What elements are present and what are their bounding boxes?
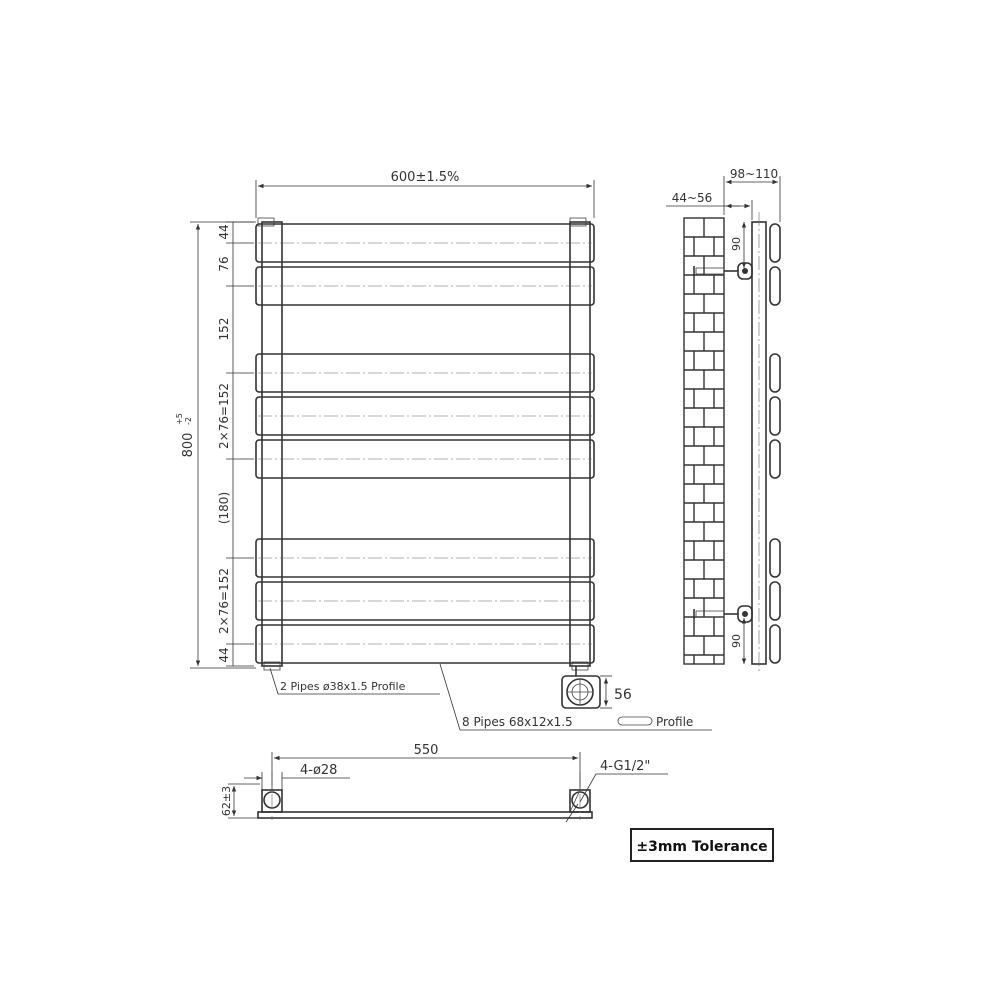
overall-height-label: 800 [181, 433, 196, 458]
depth-total-dimension: 98~110 [723, 167, 781, 222]
pipe-cap-bottom-left [263, 661, 281, 671]
bracket-offset-top-label: 90 [730, 237, 743, 251]
depth-wall-label: 44~56 [672, 191, 713, 205]
horizontal-bar-6 [255, 538, 595, 578]
depth-total-label: 98~110 [730, 167, 778, 181]
vertical-pipe-note-label: 2 Pipes ø38x1.5 Profile [280, 680, 406, 693]
overall-width-label: 600±1.5% [391, 170, 460, 185]
brick-wall [683, 217, 725, 665]
bracket-offset-top-dimension: 90 [730, 222, 747, 268]
spacing-label-1: 44 [217, 224, 231, 239]
height-tolerance-minus: -2 [184, 417, 193, 425]
thread-note-label: 4-G1/2" [600, 759, 650, 774]
flat-profile-icon [617, 716, 653, 726]
spacing-label-2: 76 [217, 256, 231, 271]
depth-wall-dimension: 44~56 [666, 191, 753, 220]
horizontal-bar-5 [255, 439, 595, 479]
horizontal-pipe-note-suffix: Profile [656, 715, 693, 729]
spacing-dimension-chain: 44 76 152 2×76=152 (180) 2×76=152 44 [217, 221, 254, 667]
tolerance-badge: ±3mm Tolerance [630, 828, 774, 862]
horizontal-pipe-note-label: 8 Pipes 68x12x1.5 [462, 715, 573, 729]
wall-bracket-top [693, 262, 753, 280]
horizontal-bar-7 [255, 581, 595, 621]
pipe-diameter-label: 4-ø28 [300, 763, 337, 778]
spacing-label-3: 152 [217, 318, 231, 341]
spacing-label-7: 44 [217, 647, 231, 662]
bottom-bar [257, 811, 593, 819]
pipe-centers-dimension: 550 [271, 743, 581, 790]
spacing-label-5: (180) [217, 492, 231, 524]
bottom-depth-label: 62±3 [220, 786, 233, 816]
height-tolerance-plus: +5 [175, 413, 184, 425]
front-view: 600±1.5% 800 +5 -2 44 76 152 [175, 170, 712, 731]
vertical-pipe-left [261, 221, 283, 667]
bracket-offset-bottom-label: 90 [730, 634, 743, 648]
valve-dimension: 56 [600, 675, 632, 709]
horizontal-bar-3 [255, 353, 595, 393]
bottom-view: 550 4-ø28 4-G1/2" 62±3 [220, 743, 668, 823]
tolerance-badge-label: ±3mm Tolerance [636, 839, 767, 855]
horizontal-pipe-note: 8 Pipes 68x12x1.5 Profile [439, 663, 712, 731]
bracket-offset-bottom-dimension: 90 [730, 618, 747, 664]
horizontal-bar-4 [255, 396, 595, 436]
side-profile-bars [769, 223, 781, 664]
width-dimension: 600±1.5% [255, 170, 595, 218]
pipe-cap-top-left [257, 217, 275, 227]
valve-dimension-label: 56 [614, 687, 632, 703]
vertical-pipe-right [569, 221, 591, 667]
wall-bracket-bottom [693, 605, 753, 623]
pipe-cap-top-right [569, 217, 587, 227]
pipe-diameter-dimension: 4-ø28 [244, 763, 350, 790]
side-view: 98~110 44~56 90 90 [666, 167, 781, 672]
spacing-label-6: 2×76=152 [217, 568, 231, 634]
thread-note: 4-G1/2" [565, 759, 668, 823]
spacing-label-4: 2×76=152 [217, 383, 231, 449]
horizontal-bar-8 [255, 624, 595, 664]
pipe-cap-bottom-right [571, 661, 589, 671]
valve [561, 666, 601, 709]
height-dimension: 800 +5 -2 [175, 221, 256, 669]
horizontal-bar-1 [255, 223, 595, 263]
horizontal-bar-2 [255, 266, 595, 306]
pipe-centers-label: 550 [414, 743, 439, 758]
vertical-pipe-note: 2 Pipes ø38x1.5 Profile [269, 667, 440, 695]
side-profile-pipe [751, 212, 767, 672]
bottom-depth-dimension: 62±3 [220, 783, 260, 819]
